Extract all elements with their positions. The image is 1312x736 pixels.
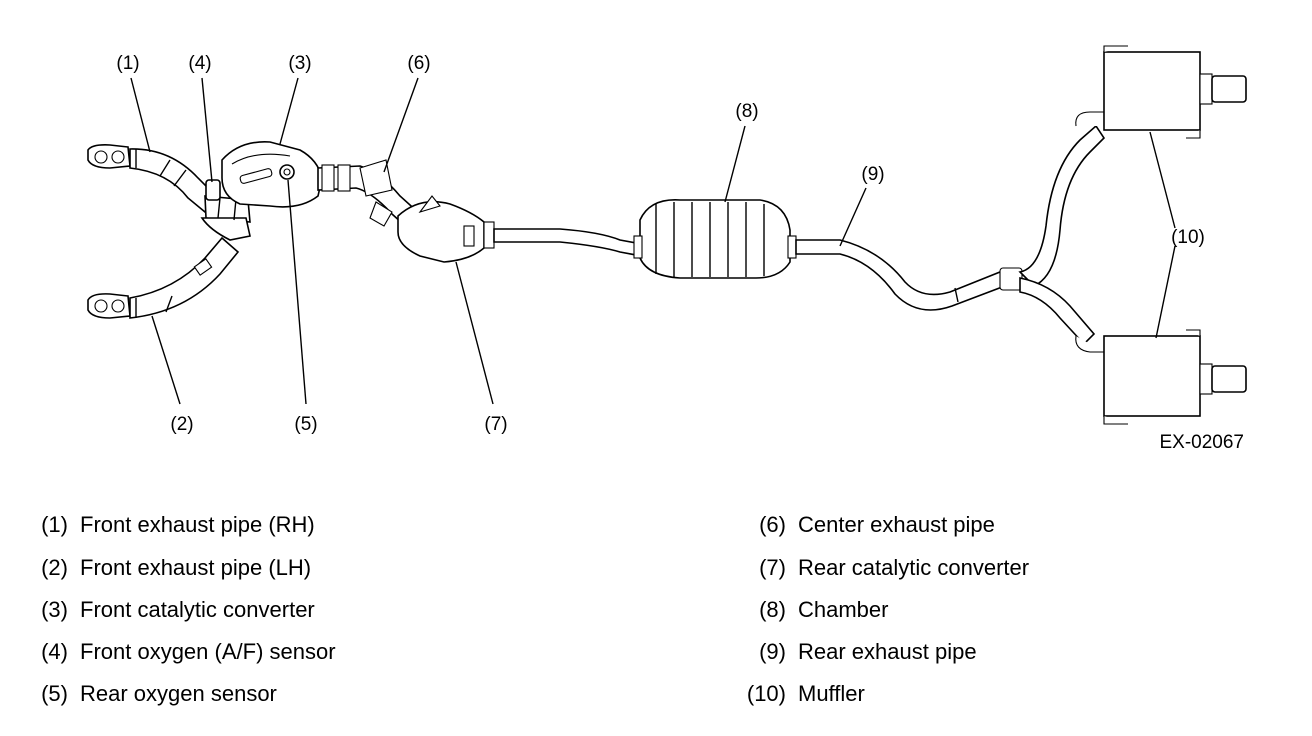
legend-num: (3)	[41, 597, 68, 622]
legend-text: Chamber	[798, 597, 889, 622]
callout-3: (3)	[288, 53, 311, 74]
callout-5: (5)	[294, 414, 317, 435]
front-exhaust-pipe-rh	[87, 144, 215, 214]
legend-num: (4)	[41, 639, 68, 664]
center-exhaust-pipe	[317, 159, 421, 234]
legend-item-2: (2) Front exhaust pipe (LH)	[10, 554, 610, 582]
legend-num: (9)	[759, 639, 786, 664]
callout-2: (2)	[170, 414, 193, 435]
legend-item-5: (5) Rear oxygen sensor	[10, 680, 610, 708]
mid-pipe	[493, 228, 637, 256]
tail-pipe-branches	[1018, 111, 1106, 353]
callout-7: (7)	[484, 414, 507, 435]
callout-10: (10)	[1171, 227, 1205, 248]
legend-text: Muffler	[798, 681, 865, 706]
legend-item-4: (4) Front oxygen (A/F) sensor	[10, 638, 610, 666]
rear-oxygen-sensor	[279, 164, 295, 180]
legend-text: Center exhaust pipe	[798, 512, 995, 537]
figure-id: EX-02067	[1159, 432, 1244, 453]
callout-6: (6)	[407, 53, 430, 74]
legend-text: Front oxygen (A/F) sensor	[80, 639, 336, 664]
muffler-lower	[1103, 329, 1247, 425]
front-exhaust-pipe-lh	[87, 236, 240, 319]
legend-num: (2)	[41, 555, 68, 580]
chamber	[633, 199, 797, 279]
legend-num: (10)	[746, 681, 786, 706]
rear-catalytic-converter	[397, 195, 495, 263]
legend-num: (1)	[41, 512, 68, 537]
legend-text: Front exhaust pipe (LH)	[80, 555, 312, 580]
callout-9: (9)	[861, 164, 884, 185]
legend-num: (5)	[41, 681, 68, 706]
exhaust-system-diagram: (1) (2) (3) (4) (5) (6) (7) (8) (9) (10)…	[87, 45, 1247, 453]
callout-8: (8)	[735, 101, 758, 122]
front-catalytic-converter	[221, 141, 323, 208]
muffler-upper	[1103, 45, 1247, 139]
callout-4: (4)	[188, 53, 211, 74]
legend-item-9: (9) Rear exhaust pipe	[728, 638, 1288, 666]
legend-item-7: (7) Rear catalytic converter	[728, 554, 1288, 582]
legend-text: Rear exhaust pipe	[798, 639, 977, 664]
legend-num: (7)	[759, 555, 786, 580]
legend-item-6: (6) Center exhaust pipe	[728, 511, 1288, 539]
legend-text: Front exhaust pipe (RH)	[80, 512, 315, 537]
legend-item-8: (8) Chamber	[728, 596, 1288, 624]
legend-text: Rear oxygen sensor	[80, 681, 277, 706]
legend-item-3: (3) Front catalytic converter	[10, 596, 610, 624]
legend-text: Rear catalytic converter	[798, 555, 1030, 580]
rear-exhaust-pipe	[795, 239, 1023, 311]
legend-item-10: (10) Muffler	[728, 680, 1288, 708]
leader-lines	[130, 77, 1176, 405]
legend-num: (6)	[759, 512, 786, 537]
legend-text: Front catalytic converter	[80, 597, 315, 622]
callout-1: (1)	[116, 53, 139, 74]
legend-num: (8)	[759, 597, 786, 622]
front-oxygen-sensor	[205, 179, 221, 201]
legend-item-1: (1) Front exhaust pipe (RH)	[10, 511, 610, 539]
